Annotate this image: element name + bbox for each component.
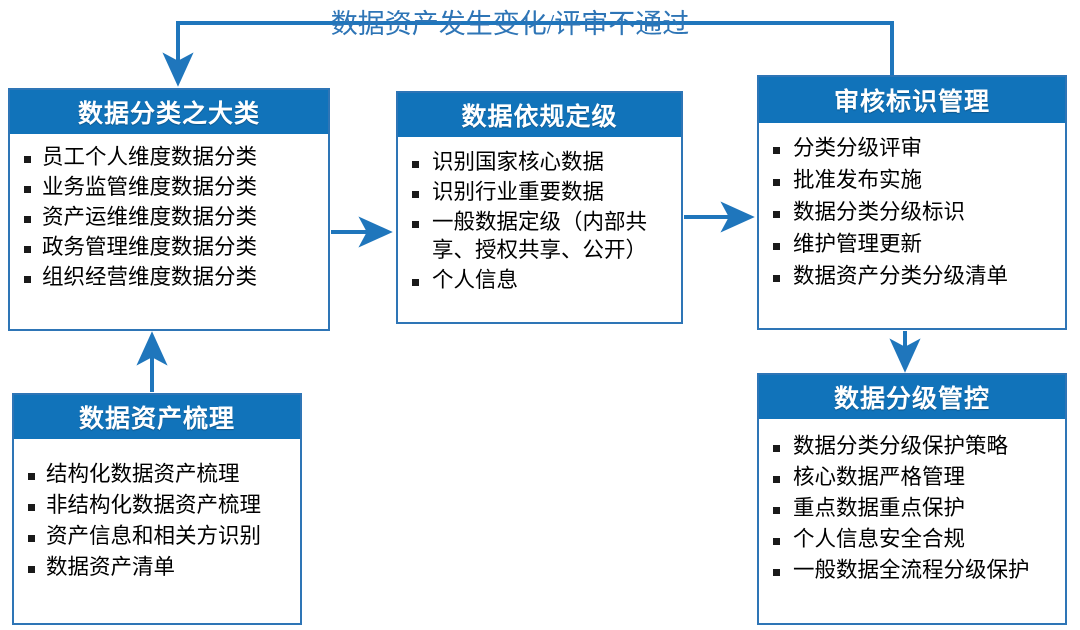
card-level-control-list: 数据分类分级保护策略 核心数据严格管理 重点数据重点保护 个人信息安全合规 一般… [769,433,1059,585]
card-asset-inventory-body: 结构化数据资产梳理 非结构化数据资产梳理 资产信息和相关方识别 数据资产清单 [14,439,300,623]
list-item: 一般数据全流程分级保护 [769,557,1059,585]
list-item: 非结构化数据资产梳理 [24,492,294,520]
list-item: 数据分类分级保护策略 [769,433,1059,461]
list-item: 业务监管维度数据分类 [20,174,322,202]
card-major-category-header: 数据分类之大类 [10,90,328,134]
card-major-category-body: 员工个人维度数据分类 业务监管维度数据分类 资产运维维度数据分类 政务管理维度数… [10,134,328,329]
list-item: 维护管理更新 [769,231,1059,259]
list-item: 数据资产分类分级清单 [769,263,1059,291]
list-item: 结构化数据资产梳理 [24,461,294,489]
list-item: 一般数据定级（内部共享、授权共享、公开） [408,209,675,265]
list-item: 识别国家核心数据 [408,149,675,177]
list-item: 个人信息 [408,267,675,295]
list-item: 核心数据严格管理 [769,464,1059,492]
card-major-category-list: 员工个人维度数据分类 业务监管维度数据分类 资产运维维度数据分类 政务管理维度数… [20,144,322,292]
list-item: 重点数据重点保护 [769,495,1059,523]
list-item: 批准发布实施 [769,167,1059,195]
card-grading-body: 识别国家核心数据 识别行业重要数据 一般数据定级（内部共享、授权共享、公开） 个… [398,137,681,322]
list-item: 数据资产清单 [24,554,294,582]
card-asset-inventory-header: 数据资产梳理 [14,395,300,439]
card-review-label-header: 审核标识管理 [759,77,1065,123]
card-review-label-body: 分类分级评审 批准发布实施 数据分类分级标识 维护管理更新 数据资产分类分级清单 [759,123,1065,328]
card-asset-inventory[interactable]: 数据资产梳理 结构化数据资产梳理 非结构化数据资产梳理 资产信息和相关方识别 数… [12,393,302,625]
card-level-control-header: 数据分级管控 [759,375,1065,419]
card-grading[interactable]: 数据依规定级 识别国家核心数据 识别行业重要数据 一般数据定级（内部共享、授权共… [396,91,683,324]
card-level-control-body: 数据分类分级保护策略 核心数据严格管理 重点数据重点保护 个人信息安全合规 一般… [759,419,1065,623]
card-review-label[interactable]: 审核标识管理 分类分级评审 批准发布实施 数据分类分级标识 维护管理更新 数据资… [757,75,1067,330]
card-major-category[interactable]: 数据分类之大类 员工个人维度数据分类 业务监管维度数据分类 资产运维维度数据分类… [8,88,330,331]
list-item: 数据分类分级标识 [769,199,1059,227]
list-item: 政务管理维度数据分类 [20,234,322,262]
card-asset-inventory-list: 结构化数据资产梳理 非结构化数据资产梳理 资产信息和相关方识别 数据资产清单 [24,461,294,582]
list-item: 识别行业重要数据 [408,179,675,207]
card-grading-list: 识别国家核心数据 识别行业重要数据 一般数据定级（内部共享、授权共享、公开） 个… [408,149,675,295]
list-item: 员工个人维度数据分类 [20,144,322,172]
list-item: 资产运维维度数据分类 [20,204,322,232]
list-item: 个人信息安全合规 [769,526,1059,554]
list-item: 组织经营维度数据分类 [20,264,322,292]
list-item: 分类分级评审 [769,135,1059,163]
list-item: 资产信息和相关方识别 [24,523,294,551]
feedback-loop-label: 数据资产发生变化/评审不通过 [330,9,690,39]
card-level-control[interactable]: 数据分级管控 数据分类分级保护策略 核心数据严格管理 重点数据重点保护 个人信息… [757,373,1067,625]
card-review-label-list: 分类分级评审 批准发布实施 数据分类分级标识 维护管理更新 数据资产分类分级清单 [769,135,1059,291]
card-grading-header: 数据依规定级 [398,93,681,137]
